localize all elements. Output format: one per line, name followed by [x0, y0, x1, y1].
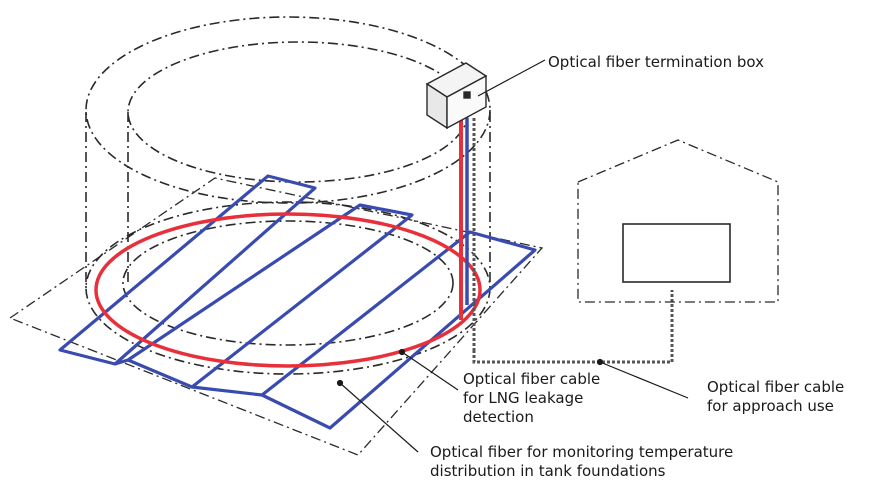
label-lng-leakage-cable: Optical fiber cable for LNG leakage dete… [463, 370, 600, 427]
label-approach-line-2: for approach use [707, 397, 834, 415]
label-lng-line-2: for LNG leakage [463, 389, 584, 407]
tank-top-outer-rim [85, 16, 491, 204]
label-approach-line-1: Optical fiber cable [707, 378, 845, 396]
tank-base-inner [122, 220, 454, 346]
fiber-risers [459, 118, 476, 350]
label-lng-line-1: Optical fiber cable [463, 370, 601, 388]
control-building [577, 139, 779, 303]
leader-temperature-dot [336, 379, 344, 387]
approach-use-cable [472, 290, 674, 364]
temperature-fiber-loop-1 [58, 174, 317, 366]
temperature-fiber-loops [58, 174, 537, 430]
lng-tank [85, 16, 491, 375]
leader-approach-dot [596, 358, 604, 366]
building-outline [577, 139, 779, 303]
label-temperature-line-1: Optical fiber for monitoring temperature [430, 443, 734, 461]
temperature-fiber-connector [114, 358, 129, 366]
label-temperature-fiber: Optical fiber for monitoring temperature… [430, 443, 733, 481]
leader-lng-dot [398, 348, 406, 356]
leader-lng-fiber [401, 351, 459, 391]
tank-top-inner-rim [127, 41, 469, 183]
temperature-fiber-loop-3 [260, 230, 537, 430]
label-temperature-line-2: distribution in tank foundations [430, 462, 666, 480]
leader-lines [336, 59, 689, 453]
label-approach-cable: Optical fiber cable for approach use [707, 378, 844, 416]
label-termination-box-line: Optical fiber termination box [548, 53, 764, 71]
leader-approach-cable [599, 361, 689, 399]
temperature-fiber-connector-2 [191, 385, 263, 397]
temperature-fiber-loop-2 [126, 203, 414, 389]
leader-temperature-fiber [339, 382, 419, 453]
ground-slab-outline [8, 177, 544, 456]
leader-termination-box [477, 59, 546, 97]
termination-box-port [463, 91, 471, 99]
termination-box-side [446, 74, 487, 130]
monitoring-unit [622, 223, 731, 283]
lng-leakage-fiber-ring [94, 212, 482, 368]
termination-box [425, 62, 488, 130]
label-lng-line-3: detection [463, 408, 534, 426]
label-termination-box: Optical fiber termination box [548, 53, 764, 72]
